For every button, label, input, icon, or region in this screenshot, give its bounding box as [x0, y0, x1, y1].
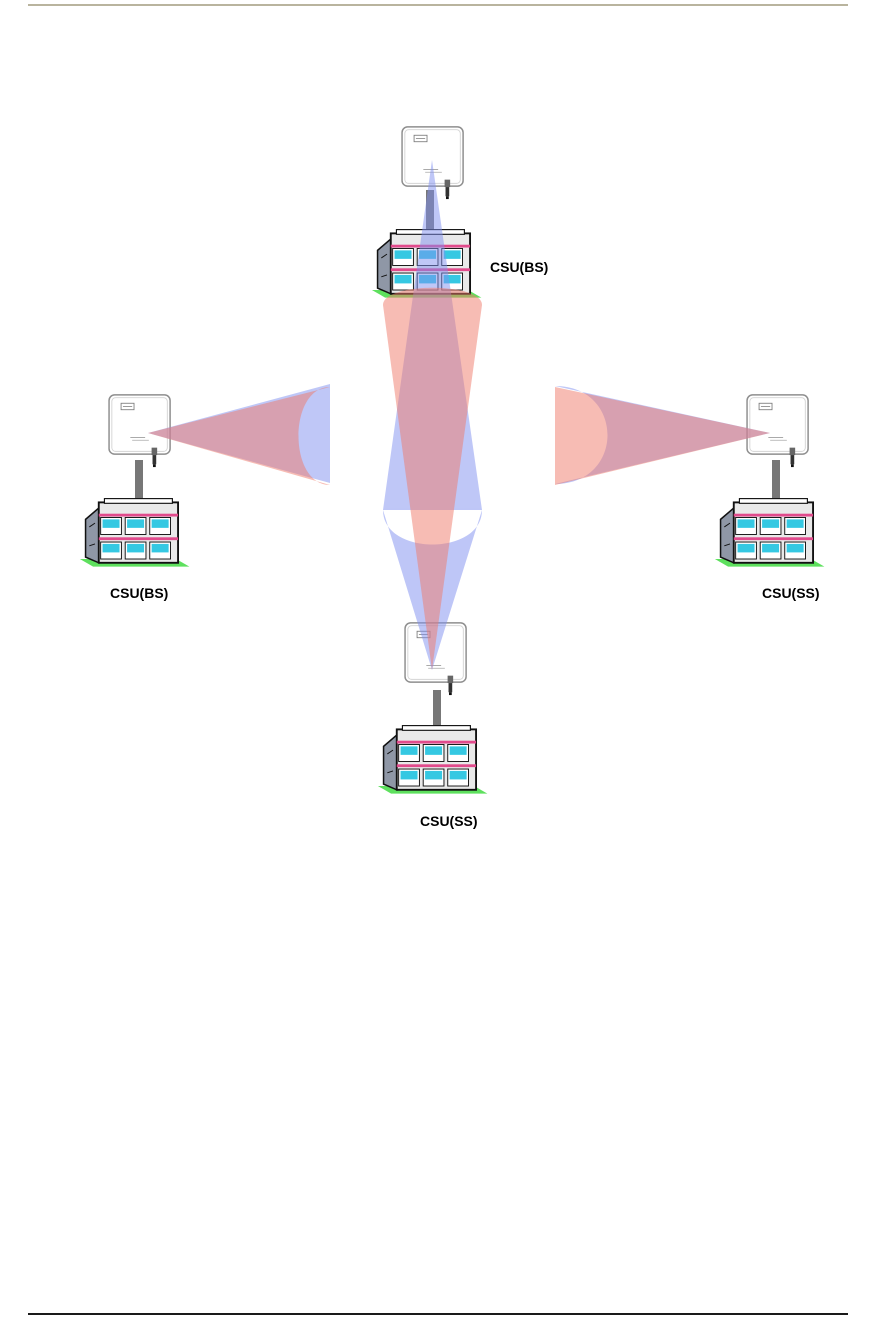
site-label-north: CSU(BS) [490, 259, 548, 275]
site-label-south: CSU(SS) [420, 813, 478, 829]
mast-east [772, 460, 780, 502]
footer-rule [28, 1313, 848, 1315]
site-label-west: CSU(BS) [110, 585, 168, 601]
mast-west [135, 460, 143, 502]
building-icon [378, 726, 488, 794]
site-label-east: CSU(SS) [762, 585, 820, 601]
building-icon [715, 499, 825, 567]
building-icon [80, 499, 190, 567]
